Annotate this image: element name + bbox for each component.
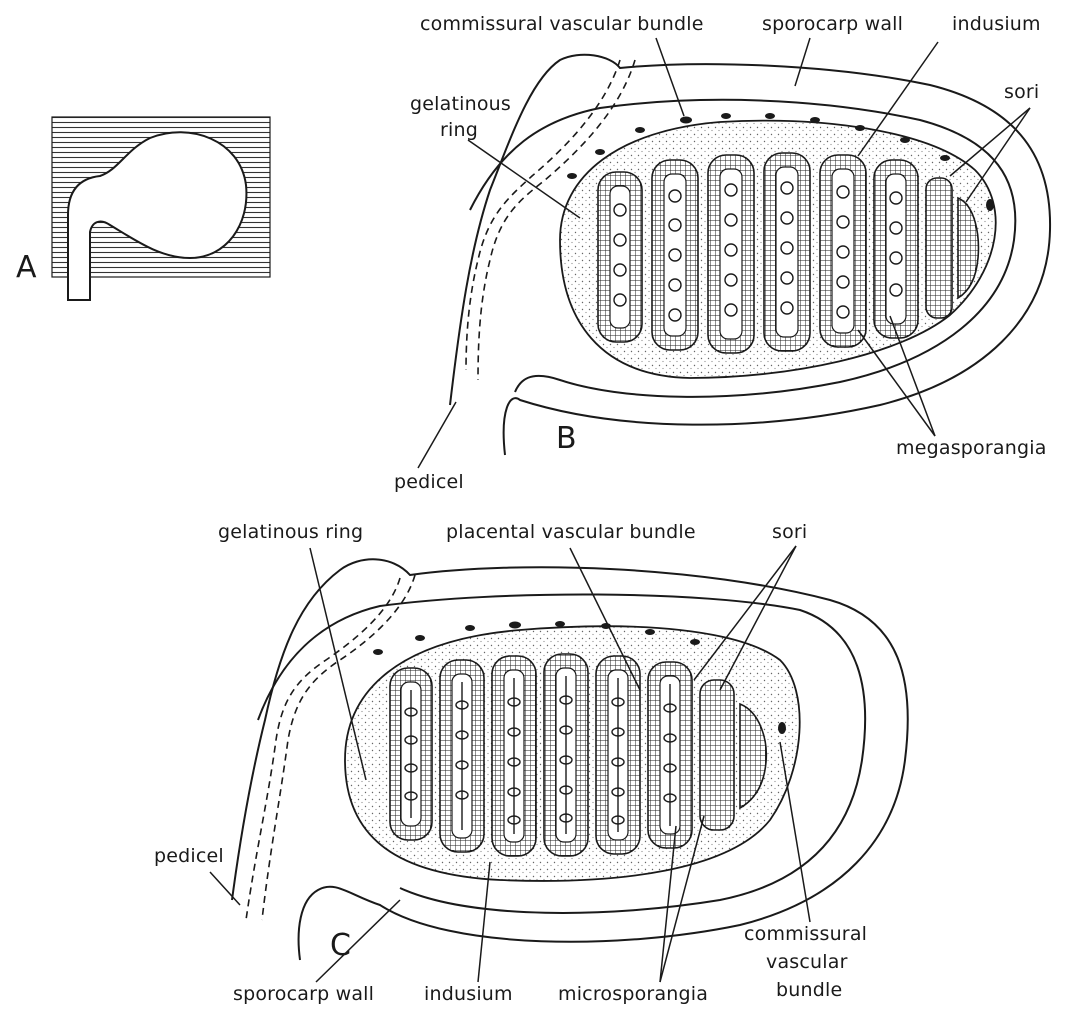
label-gelatinous-ring: gelatinous ring bbox=[218, 521, 363, 543]
label-commissural-vascular-bundle: commissural vascular bundle bbox=[420, 13, 704, 35]
label-indusium: indusium bbox=[952, 13, 1041, 35]
label-ring: ring bbox=[440, 119, 478, 141]
panel-c-sori bbox=[390, 654, 766, 856]
leader-commissural bbox=[780, 742, 810, 922]
panel-a: A bbox=[16, 117, 270, 300]
sorus bbox=[926, 178, 952, 318]
label-sporocarp-wall: sporocarp wall bbox=[233, 983, 374, 1005]
leader-commissural bbox=[656, 38, 684, 116]
sorus bbox=[598, 172, 642, 342]
label-bundle: bundle bbox=[776, 979, 842, 1001]
sorus bbox=[700, 680, 734, 830]
panel-c: gelatinous ring placental vascular bundl… bbox=[154, 521, 908, 1005]
sorus bbox=[440, 660, 484, 852]
panel-b: commissural vascular bundle sporocarp wa… bbox=[394, 13, 1050, 493]
sorus bbox=[648, 662, 692, 848]
label-indusium: indusium bbox=[424, 983, 513, 1005]
sorus bbox=[764, 153, 810, 351]
leader-sporocarp-wall bbox=[316, 900, 400, 982]
label-microsporangia: microsporangia bbox=[558, 983, 708, 1005]
leader-megasporangia-1 bbox=[858, 330, 935, 436]
panel-b-letter: B bbox=[556, 421, 577, 456]
label-gelatinous: gelatinous bbox=[410, 93, 511, 115]
leader-pedicel bbox=[418, 402, 456, 468]
sorus bbox=[820, 155, 866, 347]
leader-sporocarp-wall bbox=[795, 38, 810, 86]
label-vascular: vascular bbox=[766, 951, 848, 973]
sorus bbox=[874, 160, 918, 338]
label-megasporangia: megasporangia bbox=[896, 437, 1047, 459]
sorus bbox=[596, 656, 640, 854]
label-sporocarp-wall: sporocarp wall bbox=[762, 13, 903, 35]
sorus bbox=[544, 654, 588, 856]
label-sori: sori bbox=[772, 521, 807, 543]
sorus bbox=[708, 155, 754, 353]
label-sori: sori bbox=[1004, 81, 1039, 103]
sorus bbox=[492, 656, 536, 856]
label-pedicel: pedicel bbox=[154, 845, 224, 867]
leader-indusium bbox=[478, 862, 490, 982]
label-commissural: commissural bbox=[744, 923, 867, 945]
label-pedicel: pedicel bbox=[394, 471, 464, 493]
leader-gelatinous-ring bbox=[310, 548, 366, 780]
sorus bbox=[652, 160, 698, 350]
sorus bbox=[390, 668, 432, 840]
panel-a-letter: A bbox=[16, 250, 37, 285]
label-placental-vascular-bundle: placental vascular bundle bbox=[446, 521, 696, 543]
